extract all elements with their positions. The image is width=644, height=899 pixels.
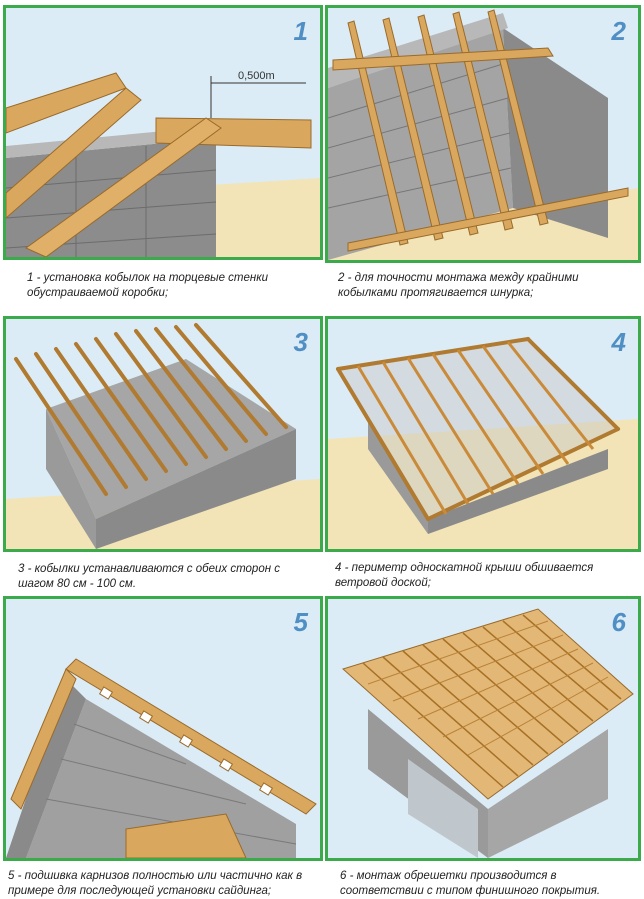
step-4-illustration	[328, 319, 638, 549]
dimension-label: 0,500m	[238, 70, 275, 82]
step-1-illustration	[6, 8, 320, 257]
step-4-panel: 4	[325, 316, 641, 552]
step-2-caption: 2 - для точности монтажа между крайними …	[338, 272, 579, 299]
step-4-caption: 4 - периметр односкатной крыши обшиваетс…	[335, 562, 594, 589]
step-1-caption: 1 - установка кобылок на торцевые стенки…	[27, 272, 269, 299]
step-2-illustration	[328, 8, 638, 260]
step-number: 2	[611, 16, 626, 46]
step-number: 1	[293, 16, 308, 46]
step-number: 4	[611, 327, 626, 357]
step-1-panel: 0,500m 1	[3, 5, 323, 260]
step-number: 5	[293, 607, 308, 637]
step-3-caption: 3 - кобылки устанавливаются с обеих стор…	[18, 563, 280, 590]
step-2-panel: 2	[325, 5, 641, 263]
step-6-panel: 6	[325, 596, 641, 861]
step-number: 3	[293, 327, 308, 357]
step-3-illustration	[6, 319, 320, 549]
step-3-panel: 3	[3, 316, 323, 552]
step-5-caption: 5 - подшивка карнизов полностью или част…	[8, 870, 303, 897]
step-5-panel: 5	[3, 596, 323, 861]
step-6-illustration	[328, 599, 638, 858]
step-5-illustration	[6, 599, 320, 858]
step-number: 6	[611, 607, 626, 637]
step-6-caption: 6 - монтаж обрешетки производится в соот…	[340, 870, 601, 897]
